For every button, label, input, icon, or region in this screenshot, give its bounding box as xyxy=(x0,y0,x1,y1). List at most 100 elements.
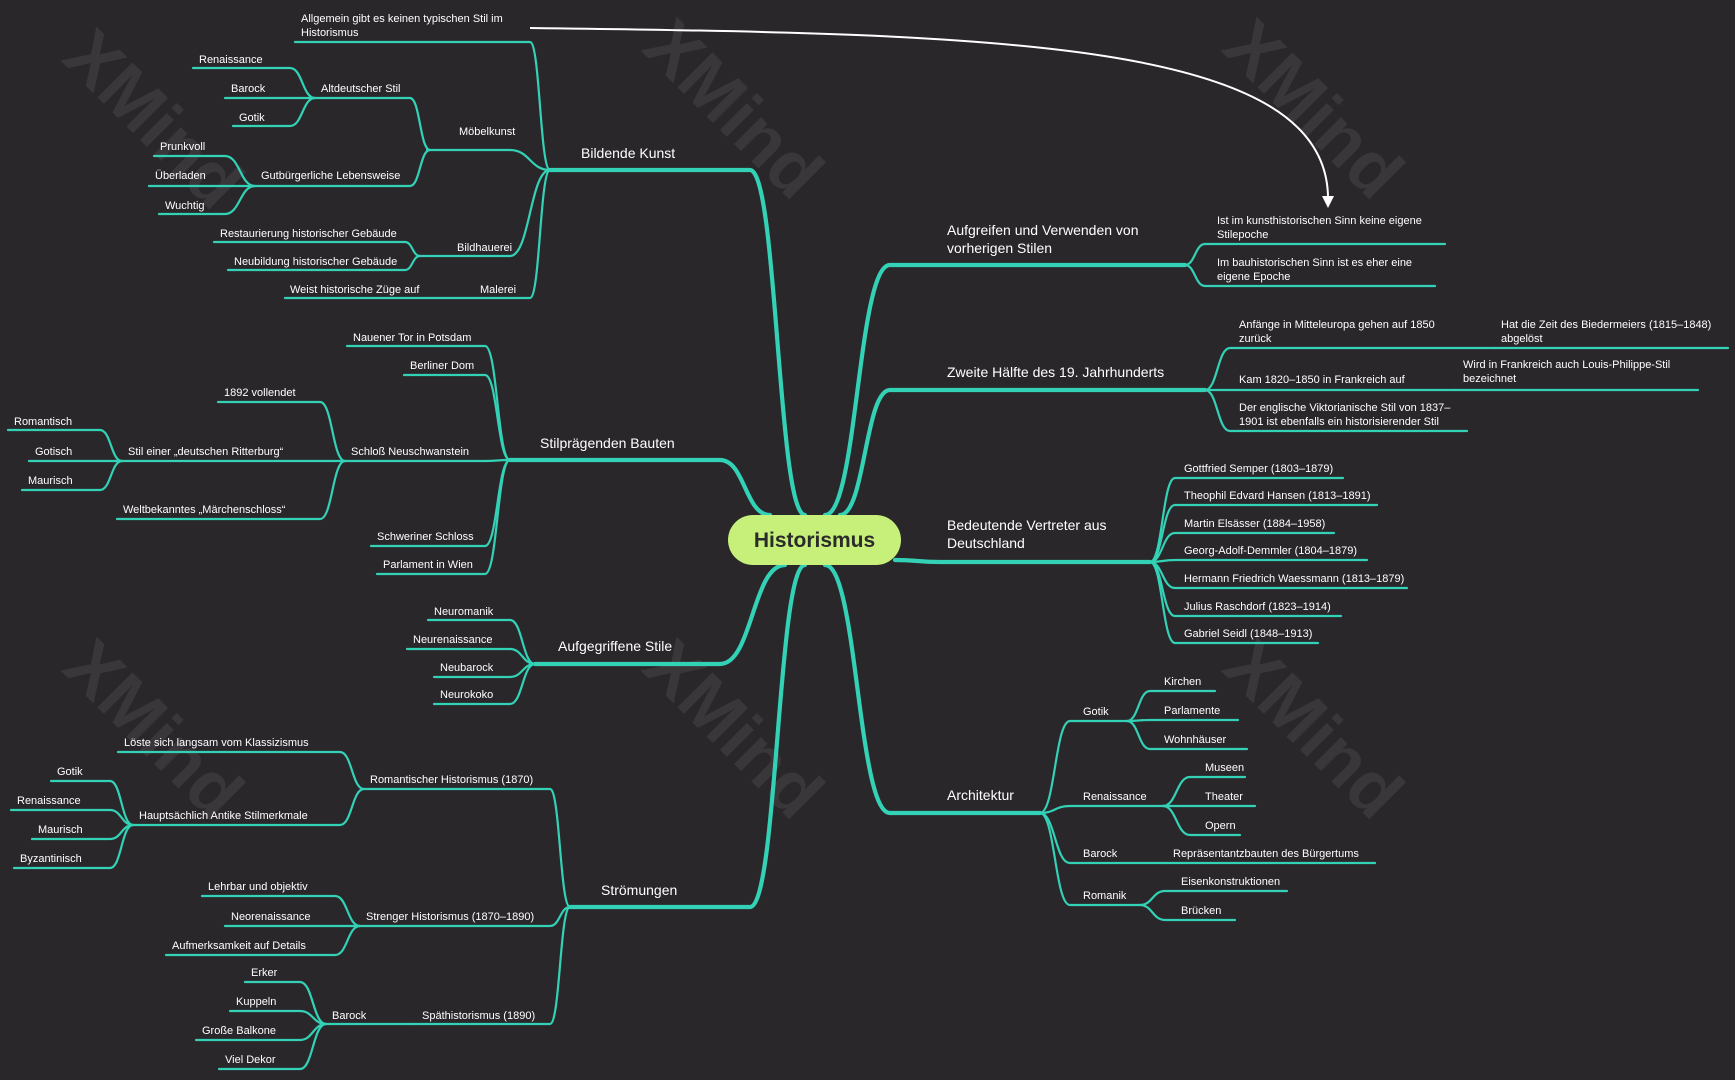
node-renaissance[interactable]: Renaissance xyxy=(1083,791,1147,803)
topic-vertreter-line1[interactable]: Bedeutende Vertreter aus xyxy=(947,517,1107,533)
node-frankreich[interactable]: Kam 1820–1850 in Frankreich auf xyxy=(1239,374,1406,386)
node-gotisch[interactable]: Gotisch xyxy=(35,446,72,458)
node-biedermeier-line1[interactable]: Hat die Zeit des Biedermeiers (1815–1848… xyxy=(1501,319,1711,331)
node-vertreter[interactable]: Martin Elsässer (1884–1958) xyxy=(1184,518,1325,530)
node-gotik[interactable]: Gotik xyxy=(239,112,265,124)
node-barock[interactable]: Barock xyxy=(1083,848,1118,860)
connector-line xyxy=(217,1022,328,1071)
node-vertreter[interactable]: Georg-Adolf-Demmler (1804–1879) xyxy=(1184,545,1357,557)
node-weist[interactable]: Weist historische Züge auf xyxy=(290,284,420,296)
node-neubarock[interactable]: Neubarock xyxy=(440,662,494,674)
node-moebelkunst[interactable]: Möbelkunst xyxy=(459,126,515,138)
node-eisenkonstruktionen[interactable]: Eisenkonstruktionen xyxy=(1181,876,1280,888)
node-louis-philippe-line2[interactable]: bezeichnet xyxy=(1463,373,1516,385)
node-kunsthistorisch-line1[interactable]: Ist im kunsthistorischen Sinn keine eige… xyxy=(1217,215,1422,227)
node-ueberladen[interactable]: Überladen xyxy=(155,170,206,182)
node-vertreter[interactable]: Gabriel Seidl (1848–1913) xyxy=(1184,628,1312,640)
connector-line xyxy=(1125,719,1249,751)
node-theater[interactable]: Theater xyxy=(1205,791,1243,803)
node-neurenaissance[interactable]: Neurenaissance xyxy=(413,634,493,646)
node-erker[interactable]: Erker xyxy=(251,967,278,979)
node-malerei[interactable]: Malerei xyxy=(480,284,516,296)
node-antike-stilmerkmale[interactable]: Hauptsächlich Antike Stilmerkmale xyxy=(139,810,308,822)
node-gutbuergerlich[interactable]: Gutbürgerliche Lebensweise xyxy=(261,170,400,182)
connector-line xyxy=(414,905,572,1026)
topic-aufgegriffene-stile[interactable]: Aufgegriffene Stile xyxy=(558,638,672,654)
node-neuromanik[interactable]: Neuromanik xyxy=(434,606,494,618)
connector-line xyxy=(20,459,124,492)
node-wohnhaeuser[interactable]: Wohnhäuser xyxy=(1164,734,1227,746)
node-bildhauerei[interactable]: Bildhauerei xyxy=(457,242,512,254)
node-lehrbar[interactable]: Lehrbar und objektiv xyxy=(208,881,308,893)
node-maerchenschloss[interactable]: Weltbekanntes „Märchenschloss“ xyxy=(123,504,286,516)
node-berliner-dom[interactable]: Berliner Dom xyxy=(410,360,474,372)
node-biedermeier-line2[interactable]: abgelöst xyxy=(1501,333,1543,345)
node-renaissance[interactable]: Renaissance xyxy=(17,795,81,807)
node-bauhistorisch-line2[interactable]: eigene Epoche xyxy=(1217,271,1290,283)
node-vertreter[interactable]: Theophil Edvard Hansen (1813–1891) xyxy=(1184,490,1371,502)
node-parlament-wien[interactable]: Parlament in Wien xyxy=(383,559,473,571)
node-kuppeln[interactable]: Kuppeln xyxy=(236,996,276,1008)
node-strenger-historismus[interactable]: Strenger Historismus (1870–1890) xyxy=(366,911,534,923)
node-repraesentantzbauten[interactable]: Repräsentantzbauten des Bürgertums xyxy=(1173,848,1359,860)
connector-line xyxy=(313,96,432,152)
node-neorenaissance[interactable]: Neorenaissance xyxy=(231,911,311,923)
connector-line xyxy=(164,924,362,957)
node-ritterburg[interactable]: Stil einer „deutschen Ritterburg“ xyxy=(128,446,284,458)
node-byzantinisch[interactable]: Byzantinisch xyxy=(20,853,82,865)
node-altdeutscher-stil[interactable]: Altdeutscher Stil xyxy=(321,83,400,95)
node-wuchtig[interactable]: Wuchtig xyxy=(165,200,205,212)
node-1892-vollendet[interactable]: 1892 vollendet xyxy=(224,387,296,399)
node-vertreter[interactable]: Gottfried Semper (1803–1879) xyxy=(1184,463,1333,475)
node-viel-dekor[interactable]: Viel Dekor xyxy=(225,1054,276,1066)
node-bruecken[interactable]: Brücken xyxy=(1181,905,1221,917)
node-restaurierung[interactable]: Restaurierung historischer Gebäude xyxy=(220,228,397,240)
central-topic[interactable]: Historismus xyxy=(728,515,901,565)
topic-bildende-kunst[interactable]: Bildende Kunst xyxy=(581,145,675,161)
node-vertreter[interactable]: Julius Raschdorf (1823–1914) xyxy=(1184,601,1331,613)
topic-stroemungen[interactable]: Strömungen xyxy=(601,882,677,898)
topic-architektur[interactable]: Architektur xyxy=(947,787,1014,803)
node-neubildung[interactable]: Neubildung historischer Gebäude xyxy=(234,256,397,268)
node-schweriner-schloss[interactable]: Schweriner Schloss xyxy=(377,531,474,543)
topic-zweite-haelfte[interactable]: Zweite Hälfte des 19. Jahrhunderts xyxy=(947,364,1164,380)
node-vertreter[interactable]: Hermann Friedrich Waessmann (1813–1879) xyxy=(1184,573,1404,585)
node-museen[interactable]: Museen xyxy=(1205,762,1244,774)
node-parlamente[interactable]: Parlamente xyxy=(1164,705,1220,717)
connector-line xyxy=(1125,718,1240,723)
node-spaethistorismus[interactable]: Späthistorismus (1890) xyxy=(422,1010,535,1022)
node-nauener-tor[interactable]: Nauener Tor in Potsdam xyxy=(353,332,471,344)
node-gotik[interactable]: Gotik xyxy=(1083,706,1109,718)
node-allgemein-line1[interactable]: Allgemein gibt es keinen typischen Stil … xyxy=(301,13,503,25)
node-neurokoko[interactable]: Neurokoko xyxy=(440,689,493,701)
node-romanik[interactable]: Romanik xyxy=(1083,890,1127,902)
node-viktorianisch-line2[interactable]: 1901 ist ebenfalls ein historisierender … xyxy=(1239,416,1439,428)
node-louis-philippe-line1[interactable]: Wird in Frankreich auch Louis-Philippe-S… xyxy=(1463,359,1670,371)
node-loeste-klassizismus[interactable]: Löste sich langsam vom Klassizismus xyxy=(124,737,309,749)
topic-vertreter-line2[interactable]: Deutschland xyxy=(947,535,1025,551)
node-bauhistorisch-line1[interactable]: Im bauhistorischen Sinn ist es eher eine xyxy=(1217,257,1412,269)
node-renaissance[interactable]: Renaissance xyxy=(199,54,263,66)
central-topic-box[interactable] xyxy=(728,515,901,565)
node-kunsthistorisch-line2[interactable]: Stilepoche xyxy=(1217,229,1268,241)
node-prunkvoll[interactable]: Prunkvoll xyxy=(160,141,205,153)
node-gotik[interactable]: Gotik xyxy=(57,766,83,778)
topic-aufgreifen-line2[interactable]: vorherigen Stilen xyxy=(947,240,1052,256)
topic-stilpraegende-bauten[interactable]: Stilprägenden Bauten xyxy=(540,435,675,451)
topic-aufgreifen-line1[interactable]: Aufgreifen und Verwenden von xyxy=(947,222,1138,238)
node-maurisch[interactable]: Maurisch xyxy=(38,824,83,836)
node-aufmerksamkeit[interactable]: Aufmerksamkeit auf Details xyxy=(172,940,306,952)
node-anfaenge-line1[interactable]: Anfänge in Mitteleuropa gehen auf 1850 xyxy=(1239,319,1435,331)
node-allgemein-line2[interactable]: Historismus xyxy=(301,27,359,39)
node-barock[interactable]: Barock xyxy=(231,83,266,95)
node-opern[interactable]: Opern xyxy=(1205,820,1236,832)
node-neuschwanstein[interactable]: Schloß Neuschwanstein xyxy=(351,446,469,458)
node-kirchen[interactable]: Kirchen xyxy=(1164,676,1201,688)
node-romantischer-historismus[interactable]: Romantischer Historismus (1870) xyxy=(370,774,533,786)
node-barock[interactable]: Barock xyxy=(332,1010,367,1022)
node-viktorianisch-line1[interactable]: Der englische Viktorianische Stil von 18… xyxy=(1239,402,1451,414)
node-grosse-balkone[interactable]: Große Balkone xyxy=(202,1025,276,1037)
node-maurisch[interactable]: Maurisch xyxy=(28,475,73,487)
node-anfaenge-line2[interactable]: zurück xyxy=(1239,333,1272,345)
node-romantisch[interactable]: Romantisch xyxy=(14,416,72,428)
